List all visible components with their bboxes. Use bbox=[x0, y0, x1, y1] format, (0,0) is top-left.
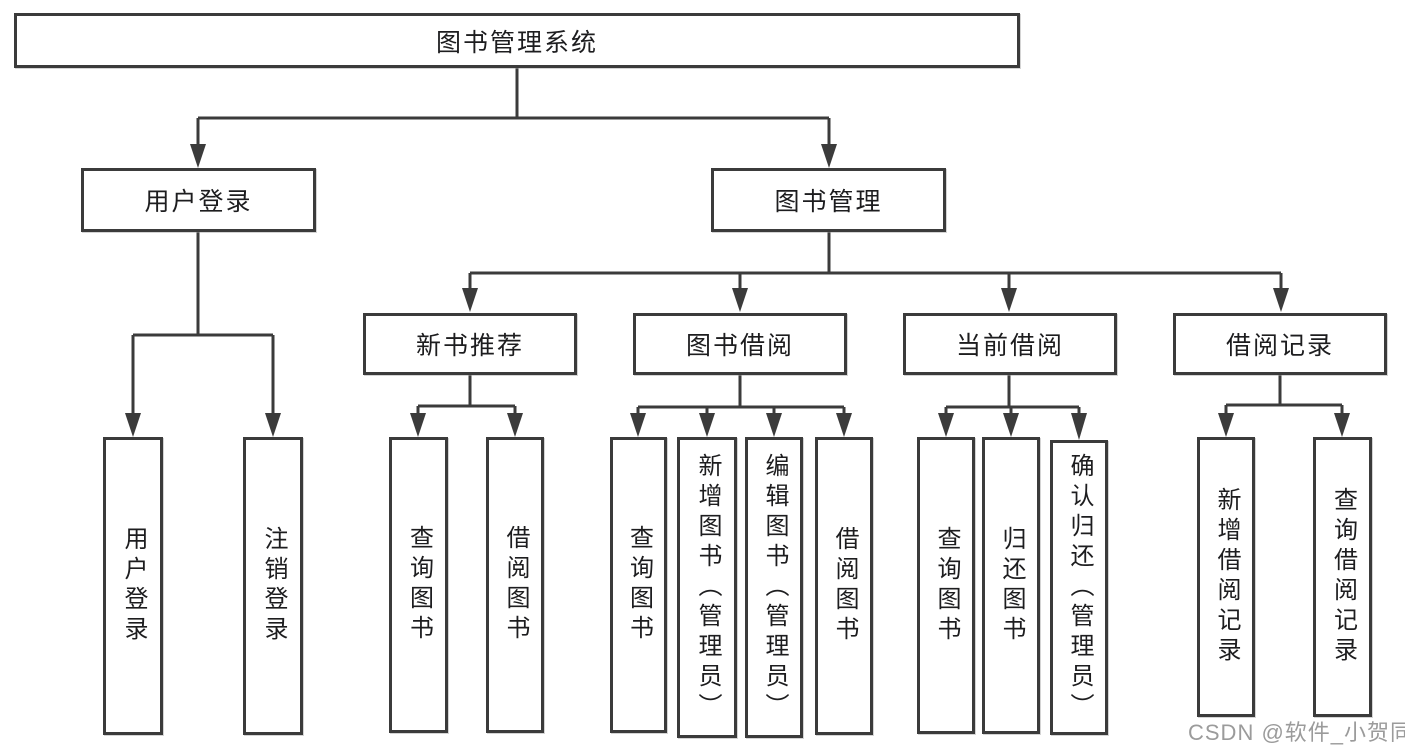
node-borrow-records: 借阅记录 bbox=[1173, 313, 1387, 375]
leaf-add-borrow-record: 新增借阅记录 bbox=[1197, 437, 1255, 717]
leaf-confirm-return-admin: 确认归还（管理员） bbox=[1050, 440, 1108, 735]
leaf-add-books-admin: 新增图书（管理员） bbox=[677, 437, 737, 738]
leaf-borrow-books: 借阅图书 bbox=[486, 437, 544, 733]
csdn-watermark: CSDN @软件_小贺同学 bbox=[1188, 720, 1405, 745]
leaf-edit-books-admin: 编辑图书（管理员） bbox=[745, 437, 803, 738]
node-user-login: 用户登录 bbox=[81, 168, 316, 232]
node-current-borrowing: 当前借阅 bbox=[903, 313, 1117, 375]
leaf-query-books-3: 查询图书 bbox=[917, 437, 975, 734]
leaf-borrow-books-2: 借阅图书 bbox=[815, 437, 873, 735]
leaf-query-borrow-record: 查询借阅记录 bbox=[1313, 437, 1372, 717]
leaf-query-books-2: 查询图书 bbox=[610, 437, 667, 733]
leaf-return-books: 归还图书 bbox=[982, 437, 1040, 734]
node-new-book-recommend: 新书推荐 bbox=[363, 313, 577, 375]
node-book-borrowing: 图书借阅 bbox=[633, 313, 847, 375]
leaf-user-login: 用户登录 bbox=[103, 437, 163, 735]
leaf-logout: 注销登录 bbox=[243, 437, 303, 735]
leaf-query-books: 查询图书 bbox=[389, 437, 448, 733]
node-book-management: 图书管理 bbox=[711, 168, 946, 232]
node-root-system: 图书管理系统 bbox=[14, 13, 1020, 68]
